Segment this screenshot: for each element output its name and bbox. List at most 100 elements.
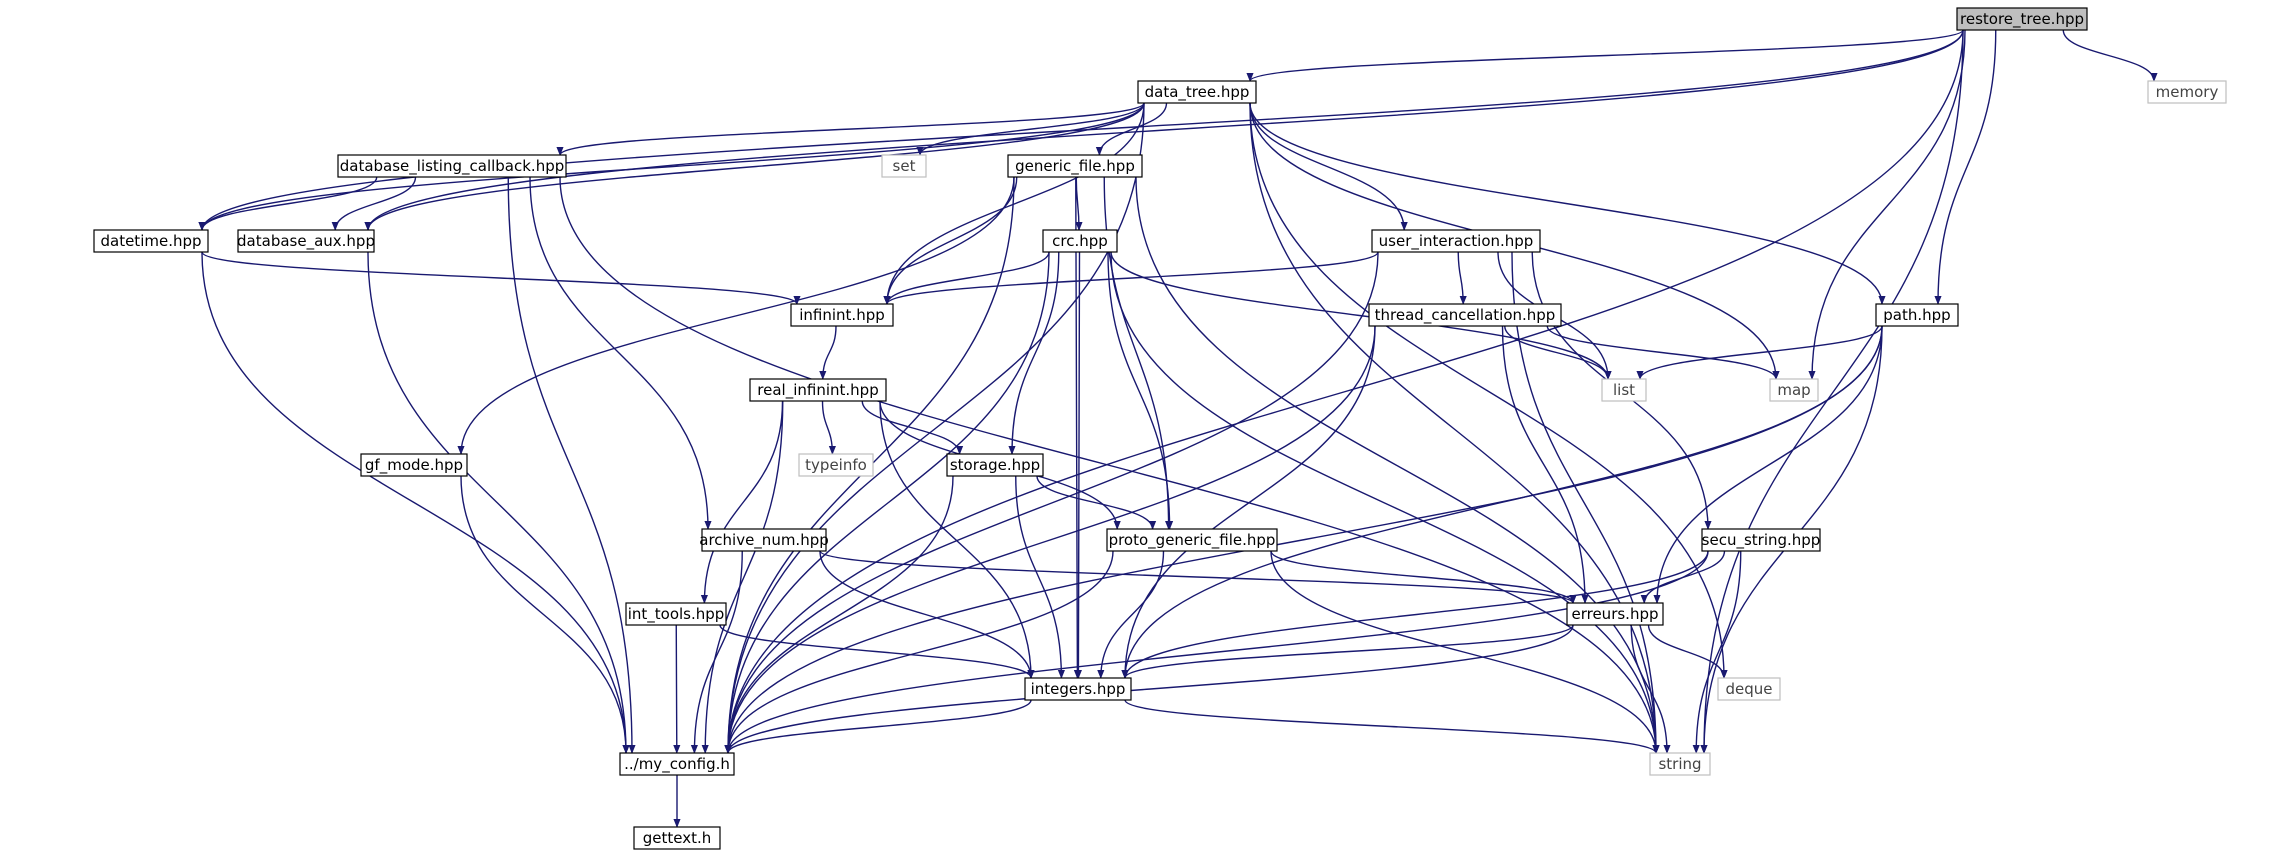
edge-crc-to-storage [1008, 251, 1060, 455]
edge-restore_tree-to-datetime [198, 29, 1964, 231]
edge-crc-to-infinint [883, 251, 1050, 305]
edge-secu_string-to-string [1692, 550, 1742, 754]
node-thread_cancellation[interactable]: thread_cancellation.hpp [1368, 303, 1562, 327]
edge-storage-to-my_config [724, 475, 954, 754]
node-datetime[interactable]: datetime.hpp [93, 229, 209, 253]
node-erreurs[interactable]: erreurs.hpp [1566, 602, 1664, 626]
edge-proto_generic_file-to-my_config [724, 550, 1114, 754]
edge-path-to-erreurs [1653, 325, 1883, 604]
node-box-secu_string [1701, 528, 1821, 552]
node-storage[interactable]: storage.hpp [946, 453, 1044, 477]
edge-proto_generic_file-to-integers [1097, 550, 1165, 679]
edge-integers-to-my_config [724, 699, 1032, 754]
node-box-datetime [93, 229, 209, 253]
edge-restore_tree-to-data_tree [1246, 29, 1964, 82]
node-archive_num[interactable]: archive_num.hpp [699, 528, 829, 552]
node-label-path: path.hpp [1883, 306, 1950, 324]
node-infinint[interactable]: infinint.hpp [790, 303, 894, 327]
edge-proto_generic_file-to-string [1270, 550, 1660, 754]
node-box-list [1601, 378, 1647, 402]
node-label-list: list [1613, 381, 1635, 399]
node-box-gf_mode [360, 453, 468, 477]
node-integers[interactable]: integers.hpp [1024, 677, 1132, 701]
edge-gf_mode-to-my_config [460, 475, 630, 754]
edge-generic_file-to-integers [1073, 176, 1081, 679]
node-box-crc [1042, 229, 1118, 253]
node-path[interactable]: path.hpp [1875, 303, 1959, 327]
node-box-thread_cancellation [1368, 303, 1562, 327]
node-real_infinint[interactable]: real_infinint.hpp [749, 378, 887, 402]
node-label-thread_cancellation: thread_cancellation.hpp [1375, 306, 1556, 325]
node-my_config[interactable]: ../my_config.h [619, 752, 735, 776]
node-secu_string[interactable]: secu_string.hpp [1701, 528, 1821, 552]
edge-database_aux-to-my_config [367, 251, 630, 754]
node-label-map: map [1777, 381, 1810, 399]
node-label-archive_num: archive_num.hpp [699, 531, 829, 550]
node-box-path [1875, 303, 1959, 327]
node-box-deque [1717, 677, 1781, 701]
node-generic_file[interactable]: generic_file.hpp [1007, 154, 1143, 178]
node-gf_mode[interactable]: gf_mode.hpp [360, 453, 468, 477]
node-label-user_interaction: user_interaction.hpp [1379, 232, 1534, 251]
node-label-secu_string: secu_string.hpp [1702, 531, 1821, 550]
edge-restore_tree-to-string [1700, 29, 1964, 754]
node-gettext[interactable]: gettext.h [633, 826, 721, 850]
edge-data_tree-to-string [1249, 102, 1660, 754]
node-box-set [881, 154, 927, 178]
node-box-string [1649, 752, 1711, 776]
edge-path-to-list [1636, 325, 1883, 380]
edge-real_infinint-to-typeinfo [821, 400, 836, 455]
node-set: set [881, 154, 927, 178]
edge-data_tree-to-user_interaction [1249, 102, 1408, 231]
edge-path-to-my_config [724, 325, 1883, 754]
edge-thread_cancellation-to-erreurs [1501, 325, 1589, 604]
edge-database_listing_callback-to-string [559, 176, 1660, 754]
edge-archive_num-to-erreurs [819, 550, 1577, 604]
edge-real_infinint-to-int_tools [700, 400, 784, 604]
node-label-database_aux: database_aux.hpp [237, 232, 375, 251]
edge-secu_string-to-integers [1121, 550, 1709, 679]
node-box-int_tools [625, 602, 727, 626]
node-label-storage: storage.hpp [950, 456, 1040, 474]
node-user_interaction[interactable]: user_interaction.hpp [1371, 229, 1541, 253]
node-box-user_interaction [1371, 229, 1541, 253]
node-proto_generic_file[interactable]: proto_generic_file.hpp [1106, 528, 1278, 552]
node-box-infinint [790, 303, 894, 327]
node-label-gettext: gettext.h [643, 829, 712, 847]
node-label-erreurs: erreurs.hpp [1571, 605, 1658, 623]
edge-data_tree-to-database_aux [364, 102, 1145, 231]
node-database_listing_callback[interactable]: database_listing_callback.hpp [337, 154, 567, 178]
node-crc[interactable]: crc.hpp [1042, 229, 1118, 253]
edge-datetime-to-my_config [201, 251, 630, 754]
edge-database_listing_callback-to-my_config [507, 176, 636, 754]
edge-thread_cancellation-to-my_config [724, 325, 1376, 754]
node-label-real_infinint: real_infinint.hpp [757, 381, 878, 400]
edge-datetime-to-infinint [201, 251, 801, 305]
edge-data_tree-to-deque [1249, 102, 1728, 679]
edge-integers-to-string [1124, 699, 1660, 754]
edge-archive_num-to-integers [819, 550, 1035, 679]
node-box-integers [1024, 677, 1132, 701]
edge-secu_string-to-my_config [724, 550, 1709, 754]
node-int_tools[interactable]: int_tools.hpp [625, 602, 727, 626]
node-data_tree[interactable]: data_tree.hpp [1137, 80, 1257, 104]
edge-real_infinint-to-my_config [701, 400, 784, 754]
edge-thread_cancellation-to-integers [1121, 325, 1376, 679]
node-box-real_infinint [749, 378, 887, 402]
node-database_aux[interactable]: database_aux.hpp [237, 229, 375, 253]
node-label-restore_tree: restore_tree.hpp [1960, 10, 2084, 29]
node-typeinfo: typeinfo [798, 453, 874, 477]
node-box-proto_generic_file [1106, 528, 1278, 552]
edge-data_tree-to-infinint [883, 102, 1145, 305]
node-restore_tree[interactable]: restore_tree.hpp [1956, 7, 2088, 31]
edge-data_tree-to-datetime [198, 102, 1145, 231]
node-label-crc: crc.hpp [1052, 232, 1108, 250]
edge-generic_file-to-gf_mode [457, 176, 1015, 455]
edge-crc-to-list [1110, 251, 1612, 380]
node-label-infinint: infinint.hpp [799, 306, 885, 324]
node-box-erreurs [1566, 602, 1664, 626]
edge-restore_tree-to-my_config [724, 29, 1964, 754]
edge-crc-to-string [1110, 251, 1660, 754]
node-label-proto_generic_file: proto_generic_file.hpp [1109, 531, 1276, 550]
